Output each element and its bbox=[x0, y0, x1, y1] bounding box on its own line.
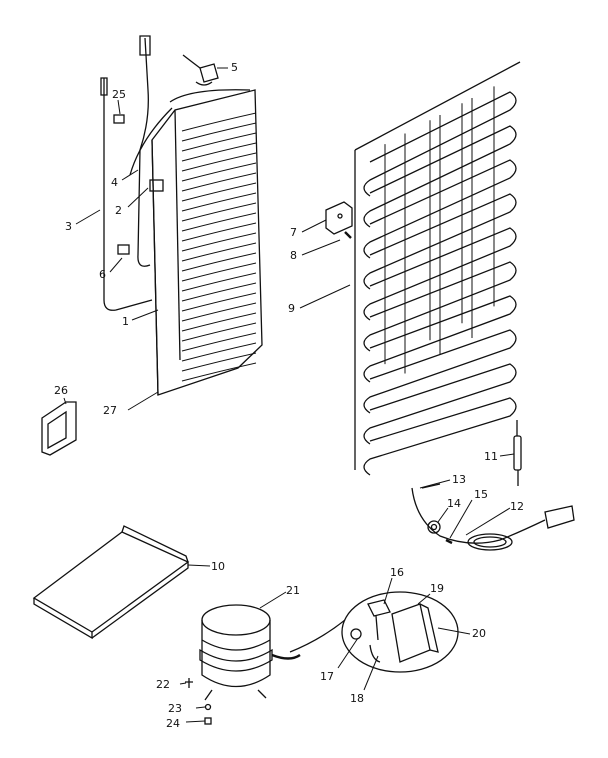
evaporator-fin bbox=[181, 352, 257, 372]
bracket-7 bbox=[325, 201, 353, 235]
evaporator-fin bbox=[181, 262, 257, 282]
callout-23: 23 bbox=[168, 702, 182, 715]
condenser-coil-loop bbox=[363, 227, 517, 321]
condenser-coil-loop bbox=[363, 125, 517, 228]
callout-8: 8 bbox=[290, 249, 297, 262]
nut-24 bbox=[204, 717, 212, 725]
condenser-coil-loop bbox=[363, 295, 517, 383]
callout-24: 24 bbox=[166, 717, 180, 730]
callout-17: 17 bbox=[320, 670, 334, 683]
evaporator-fin bbox=[181, 202, 257, 222]
callout-15: 15 bbox=[474, 488, 488, 501]
compressor-21 bbox=[199, 604, 301, 701]
compressor-tube bbox=[289, 619, 346, 653]
callout-7: 7 bbox=[290, 226, 297, 239]
evaporator-fin bbox=[181, 232, 257, 252]
callout-6: 6 bbox=[99, 268, 106, 281]
condenser-coil-loop bbox=[363, 193, 517, 290]
callout-labels: 1 2 3 4 5 6 7 8 9 10 11 12 13 14 15 16 1… bbox=[54, 61, 524, 730]
evaporator-fin bbox=[181, 302, 257, 322]
evaporator-fin bbox=[181, 112, 257, 132]
relay-assembly bbox=[341, 591, 459, 673]
part-13 bbox=[421, 483, 441, 489]
washer-23 bbox=[204, 703, 212, 711]
callout-1: 1 bbox=[122, 315, 129, 328]
condenser-coil bbox=[354, 61, 521, 476]
callout-5: 5 bbox=[231, 61, 238, 74]
evaporator-coil bbox=[151, 89, 263, 396]
callout-22: 22 bbox=[156, 678, 170, 691]
filter-drier-11 bbox=[513, 420, 522, 486]
callout-21: 21 bbox=[286, 584, 300, 597]
callout-3: 3 bbox=[65, 220, 72, 233]
leader-lines bbox=[63, 67, 515, 723]
bolt-22 bbox=[185, 678, 193, 688]
callout-11: 11 bbox=[484, 450, 498, 463]
clip-2 bbox=[149, 179, 164, 192]
evaporator-fin bbox=[181, 222, 257, 242]
evaporator-fin bbox=[181, 272, 257, 292]
connector-5 bbox=[182, 54, 219, 86]
callout-14: 14 bbox=[447, 497, 461, 510]
callout-10: 10 bbox=[211, 560, 225, 573]
evaporator-fin bbox=[181, 132, 257, 152]
callout-4: 4 bbox=[111, 176, 118, 189]
base-plate-10 bbox=[32, 525, 190, 640]
evaporator-fin bbox=[181, 142, 257, 162]
evaporator-fin bbox=[181, 152, 257, 172]
callout-20: 20 bbox=[472, 627, 486, 640]
evaporator-fin bbox=[181, 212, 257, 232]
evaporator-fin bbox=[181, 192, 257, 212]
bracket-26 bbox=[41, 401, 77, 456]
condenser-coil-loop bbox=[363, 397, 517, 476]
capillary-tube bbox=[100, 35, 251, 311]
evaporator-fin bbox=[181, 292, 257, 312]
callout-19: 19 bbox=[430, 582, 444, 595]
callout-25: 25 bbox=[112, 88, 126, 101]
evaporator-fin bbox=[181, 182, 257, 202]
grommet-14 bbox=[427, 520, 441, 534]
screw-8 bbox=[344, 231, 352, 239]
evaporator-fin bbox=[181, 312, 257, 332]
evaporator-fin bbox=[181, 322, 257, 342]
clip-25 bbox=[113, 114, 125, 124]
callout-12: 12 bbox=[510, 500, 524, 513]
callout-26: 26 bbox=[54, 384, 68, 397]
callout-13: 13 bbox=[452, 473, 466, 486]
evaporator-fin bbox=[181, 162, 257, 182]
evaporator-fin bbox=[181, 332, 257, 352]
callout-27: 27 bbox=[103, 404, 117, 417]
callout-16: 16 bbox=[390, 566, 404, 579]
screw-15 bbox=[445, 538, 453, 545]
callout-9: 9 bbox=[288, 302, 295, 315]
evaporator-fin bbox=[181, 362, 257, 382]
callout-18: 18 bbox=[350, 692, 364, 705]
evaporator-fin bbox=[181, 342, 257, 362]
evaporator-fin bbox=[181, 252, 257, 272]
evaporator-fin bbox=[181, 242, 257, 262]
callout-2: 2 bbox=[115, 204, 122, 217]
power-cord-12 bbox=[411, 487, 575, 551]
evaporator-fin bbox=[181, 282, 257, 302]
condenser-coil-loop bbox=[363, 363, 517, 445]
condenser-coil-loop bbox=[363, 91, 517, 197]
condenser-coil-loop bbox=[363, 159, 517, 259]
evaporator-fin bbox=[181, 172, 257, 192]
condenser-coil-loop bbox=[363, 261, 517, 352]
evaporator-fin bbox=[181, 122, 257, 142]
clip-6 bbox=[117, 244, 130, 255]
condenser-coil-loop bbox=[363, 329, 517, 414]
